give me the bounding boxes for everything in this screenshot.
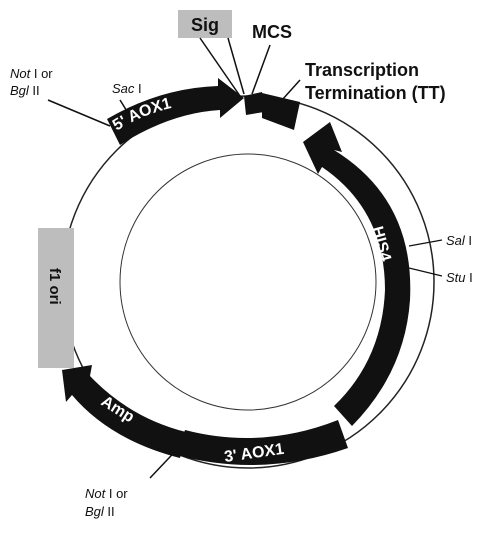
sig-pointer bbox=[199, 37, 241, 97]
sac-site-label: Sac I bbox=[112, 81, 142, 96]
mcs-block bbox=[244, 92, 264, 115]
f1-ori-label: f1 ori bbox=[46, 268, 63, 305]
sal-pointer bbox=[408, 239, 443, 247]
f1-ori-box bbox=[38, 228, 74, 368]
mcs-pointer bbox=[251, 44, 271, 95]
sal-site-label: Sal I bbox=[446, 233, 472, 248]
tt-label-line2: Termination (TT) bbox=[305, 83, 446, 103]
inner-circle bbox=[119, 153, 377, 411]
sig-pointer-2 bbox=[227, 37, 245, 95]
not-bgl-top-pointer bbox=[47, 99, 111, 127]
tt-pointer bbox=[281, 79, 301, 101]
his4-arrow bbox=[303, 122, 411, 426]
sig-label: Sig bbox=[191, 15, 219, 35]
not-bgl-bottom-line1: Not I or bbox=[85, 486, 128, 501]
stu-pointer bbox=[408, 267, 443, 277]
tt-block bbox=[262, 93, 300, 130]
not-bgl-bottom-pointer bbox=[149, 439, 187, 479]
not-bgl-top-line1: Not I or bbox=[10, 66, 53, 81]
sig-box bbox=[178, 10, 232, 38]
not-bgl-bottom-line2: Bgl II bbox=[85, 504, 115, 519]
tt-label-line1: Transcription bbox=[305, 60, 419, 80]
sac-pointer bbox=[119, 99, 131, 117]
not-bgl-top-line2: Bgl II bbox=[10, 83, 40, 98]
amp-arrow bbox=[62, 365, 186, 458]
five-aox1-arrow bbox=[107, 78, 244, 145]
mcs-label: MCS bbox=[252, 22, 292, 42]
three-aox1-block bbox=[176, 420, 348, 465]
stu-site-label: Stu I bbox=[446, 270, 473, 285]
